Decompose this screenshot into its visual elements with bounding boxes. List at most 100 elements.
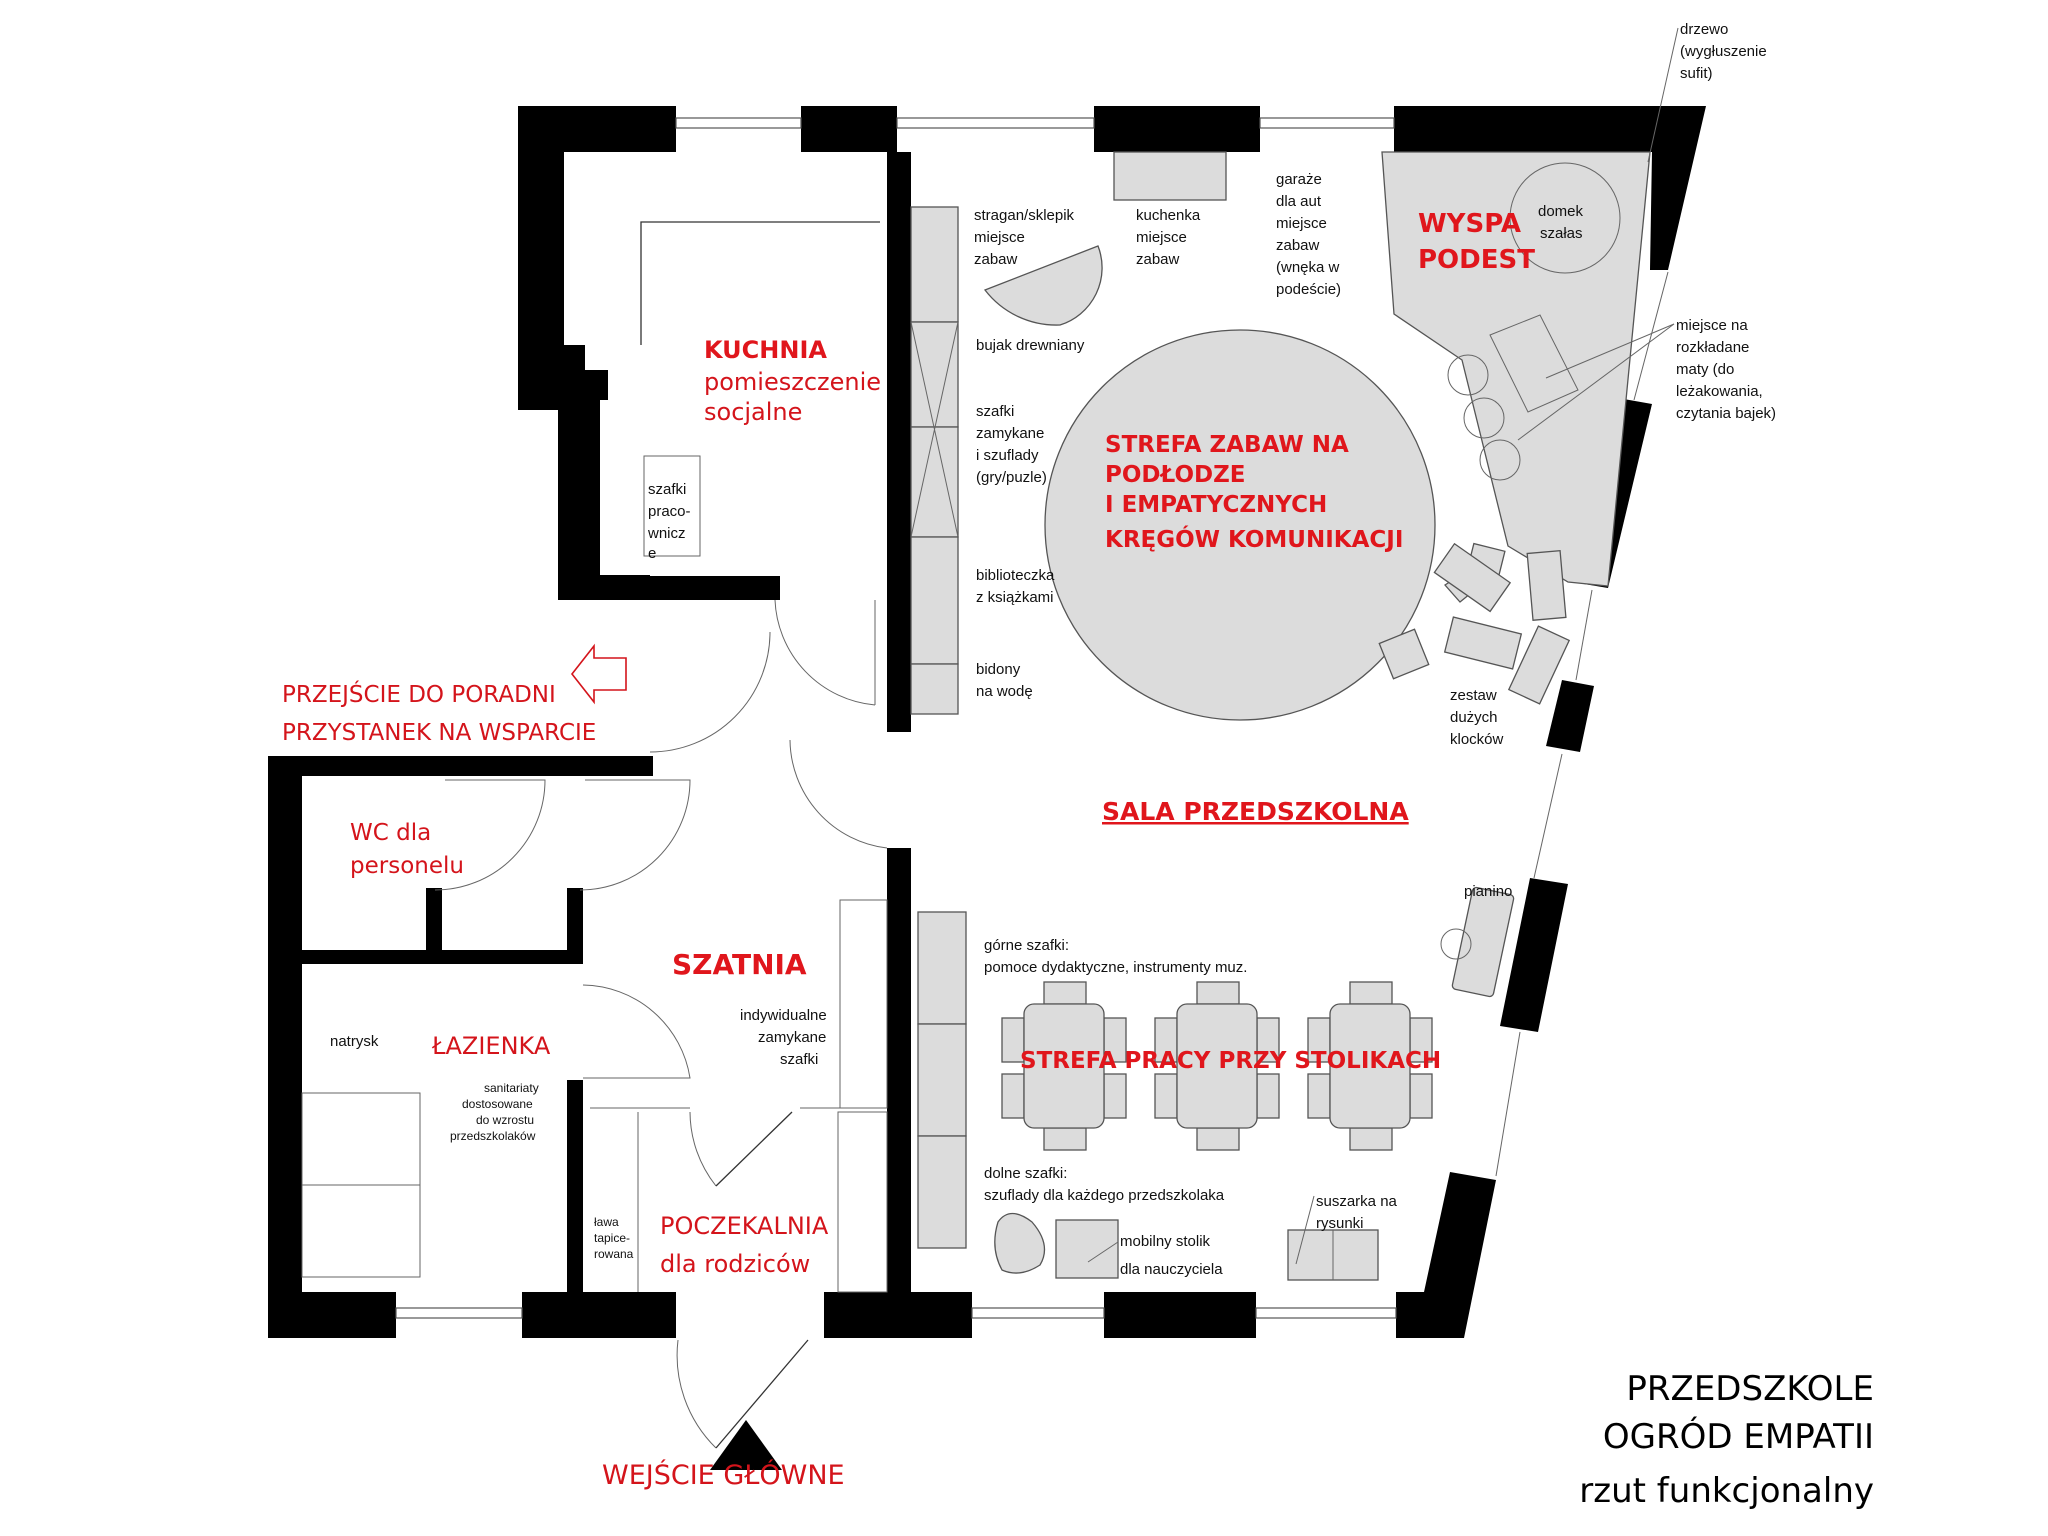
door-wc-1-arc — [434, 779, 546, 891]
room-lazienka: ŁAZIENKA — [431, 1032, 551, 1060]
window-bottom-2 — [971, 1307, 1105, 1319]
chair — [1256, 1073, 1280, 1119]
wejscie-glowne-label: WEJŚCIE GŁÓWNE — [602, 1459, 845, 1491]
mobilny-leader — [1087, 1241, 1119, 1263]
kitchen-counter-line — [640, 221, 880, 345]
annot-szafki-gry-2: zamykane — [976, 425, 1044, 442]
annot-dolne-szafki-2: szuflady dla każdego przedszkolaka — [984, 1187, 1225, 1204]
interior-lines — [301, 221, 888, 1449]
annot-drzewo-1: drzewo — [1680, 21, 1728, 38]
annot-kuchenka-3: zabaw — [1136, 251, 1180, 268]
strefa-zabaw-3: I EMPATYCZNYCH — [1105, 492, 1327, 518]
annot-szafki-gry-1: szafki — [976, 403, 1014, 420]
annot-biblioteczka-2: z książkami — [976, 589, 1054, 606]
door-wc-2-arc — [579, 779, 691, 891]
wall-bottom-2 — [522, 1292, 676, 1338]
window-right-4 — [1495, 1031, 1521, 1177]
annot-bidony-1: bidony — [976, 661, 1021, 678]
annot-mobilny-2: dla nauczyciela — [1120, 1261, 1223, 1278]
wall-wc-divider — [426, 888, 442, 960]
toilet-cubicle-2 — [301, 1184, 421, 1278]
annot-biblioteczka-1: biblioteczka — [976, 567, 1055, 584]
window-bottom-3 — [1255, 1307, 1397, 1319]
annot-garaze-4: zabaw — [1276, 237, 1320, 254]
annot-garaze-3: miejsce — [1276, 215, 1327, 232]
kitchen-cabinet-box — [643, 455, 701, 557]
poczekalnia-lockers — [837, 1111, 888, 1293]
annot-klocki-3: klocków — [1450, 731, 1504, 748]
title-block: PRZEDSZKOLE OGRÓD EMPATII rzut funkcjona… — [1579, 1369, 1874, 1511]
chair — [1349, 1127, 1393, 1151]
door-sala-arc — [789, 739, 888, 849]
strefa-zabaw-1: STREFA ZABAW NA — [1105, 432, 1349, 458]
windows — [395, 117, 1669, 1319]
room-labels: KUCHNIA pomieszczenie socjalne PRZEJŚCIE… — [282, 209, 1535, 1491]
wall-wc-bottom — [302, 950, 583, 964]
chair — [1001, 1073, 1025, 1119]
annot-szafki-gry-3: i szuflady — [976, 447, 1039, 464]
stragan-cabinet — [910, 206, 959, 323]
wall-top-2 — [801, 106, 897, 152]
wall-right-pier-2 — [1546, 680, 1594, 752]
annot-drzewo-3: sufit) — [1680, 65, 1713, 82]
annot-suszarka-1: suszarka na — [1316, 1193, 1398, 1210]
chair — [1307, 1073, 1331, 1119]
room-wyspa-2: PODEST — [1418, 245, 1535, 275]
pianino-stool — [1440, 928, 1472, 960]
room-poczekalnia-2: dla rodziców — [660, 1250, 810, 1278]
annot-indywidualne-3: szafki — [780, 1051, 818, 1068]
annot-gorne-szafki-1: górne szafki: — [984, 937, 1069, 954]
room-wyspa-1: WYSPA — [1418, 209, 1521, 239]
wall-top-right-corner — [1394, 106, 1706, 270]
toilet-cubicle-1 — [301, 1092, 421, 1186]
annot-kuchenka-2: miejsce — [1136, 229, 1187, 246]
work-table — [1023, 1003, 1105, 1129]
block — [1378, 628, 1430, 680]
work-table — [1176, 1003, 1258, 1129]
domek-circle — [1509, 162, 1621, 274]
door-corridor-arc — [649, 631, 771, 753]
annot-sanitariaty-1: sanitariaty — [484, 1081, 539, 1095]
strefa-pracy: STREFA PRACY PRZY STOLIKACH — [1020, 1048, 1441, 1074]
annot-szafki-prac-2: praco- — [648, 503, 691, 520]
block — [1443, 616, 1523, 670]
strefa-zabaw-4: KRĘGÓW KOMUNIKACJI — [1105, 525, 1403, 553]
door-poczekalnia-arc — [689, 1111, 717, 1187]
entrance-triangle-icon — [710, 1420, 782, 1470]
window-top-1 — [675, 117, 802, 129]
przejscie-arrow-icon — [570, 643, 627, 705]
annot-natrysk: natrysk — [330, 1033, 379, 1050]
annot-maty-5: czytania bajek) — [1676, 405, 1776, 422]
room-wc-line2: personelu — [350, 853, 464, 879]
wall-bottom-1 — [268, 1292, 396, 1338]
gorne-szafki — [917, 911, 967, 1025]
annot-szafki-prac-1: szafki — [648, 481, 686, 498]
przejscie-label-1: PRZEJŚCIE DO PORADNI — [282, 680, 556, 708]
mat-circle-1 — [1447, 354, 1489, 396]
annot-sanitariaty-2: dostosowane — [462, 1097, 533, 1111]
bidony-cabinet — [910, 663, 959, 715]
annot-lawa-3: rowana — [594, 1247, 634, 1261]
chair — [1196, 981, 1240, 1005]
annotations: drzewo (wygłuszenie sufit) stragan/sklep… — [330, 21, 1776, 1278]
szafki-gry-cabinet-1 — [910, 321, 959, 428]
annot-garaze-5: (wnęka w — [1276, 259, 1340, 276]
room-sala: SALA PRZEDSZKOLNA — [1102, 797, 1409, 826]
chair — [1154, 1073, 1178, 1119]
annot-maty-4: leżakowania, — [1676, 383, 1763, 400]
annot-szafki-gry-4: (gry/puzle) — [976, 469, 1047, 486]
room-szatnia: SZATNIA — [672, 948, 807, 981]
window-top-2 — [896, 117, 1095, 129]
suszarka-leader — [1295, 1195, 1315, 1265]
annot-klocki-1: zestaw — [1450, 687, 1497, 704]
annot-maty-3: maty (do — [1676, 361, 1734, 378]
dolne-szafki-2 — [917, 1135, 967, 1249]
wall-wc-right — [567, 888, 583, 960]
maty-leader-1 — [1545, 323, 1675, 379]
annot-indywidualne-2: zamykane — [758, 1029, 826, 1046]
annot-maty-1: miejsce na — [1676, 317, 1748, 334]
annot-garaze-6: podeście) — [1276, 281, 1341, 298]
annot-lawa-2: tapice- — [594, 1231, 630, 1245]
annot-szafki-prac-3: wnicz — [647, 525, 686, 542]
